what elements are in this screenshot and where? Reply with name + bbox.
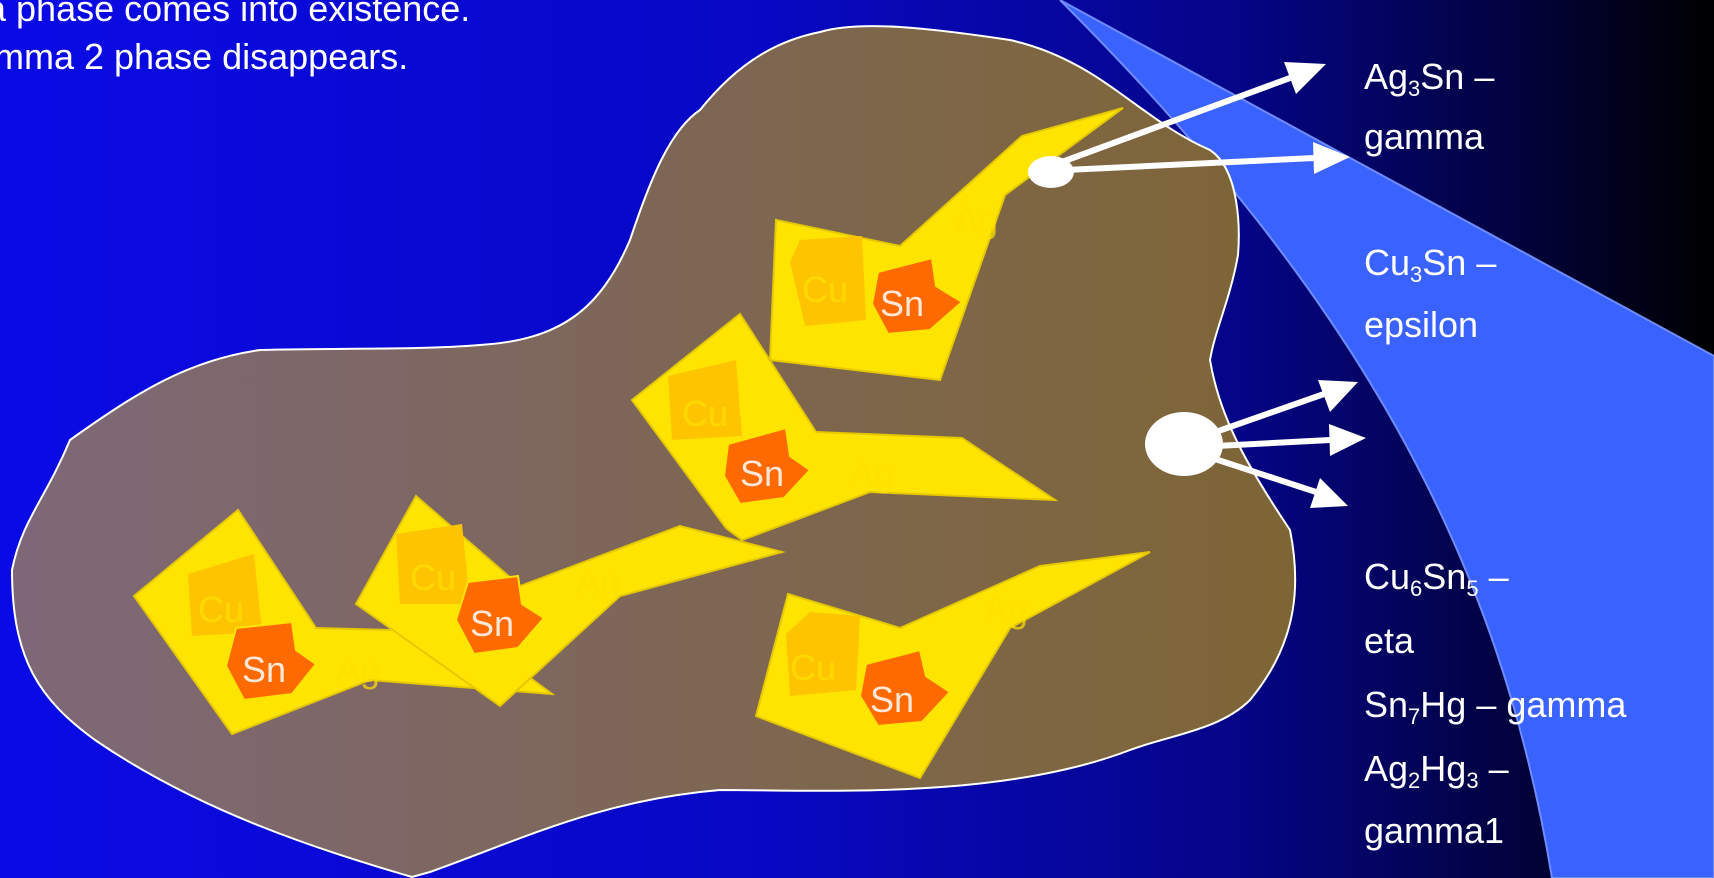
- sn-label: Sn: [880, 283, 924, 324]
- sn-label: Sn: [242, 649, 286, 690]
- sn-label: Sn: [740, 453, 784, 494]
- phase-cu6sn5-formula: Cu6Sn5 –: [1364, 556, 1509, 598]
- ag-label: Ag: [984, 589, 1028, 630]
- cu-label: Cu: [410, 557, 456, 598]
- amalgam-matrix: [12, 26, 1295, 877]
- phase-ag2hg3-name: gamma1: [1364, 810, 1504, 852]
- cu-label: Cu: [198, 589, 244, 630]
- matrix-phase-dot: [1145, 412, 1223, 476]
- cu-label: Cu: [802, 269, 848, 310]
- phase-ag3sn-name: gamma: [1364, 116, 1484, 158]
- phase-sn7hg: Sn7Hg – gamma: [1364, 684, 1626, 726]
- ag-label: Ag: [954, 199, 998, 240]
- phase-cu6sn5-name: eta: [1364, 620, 1414, 662]
- intro-line-2: mma 2 phase disappears.: [0, 36, 408, 78]
- phase-cu3sn-formula: Cu3Sn –: [1364, 242, 1496, 284]
- cu-label: Cu: [682, 393, 728, 434]
- cu-label: Cu: [790, 647, 836, 688]
- sn-label: Sn: [870, 679, 914, 720]
- phase-ag3sn-formula: Ag3Sn –: [1364, 56, 1494, 98]
- ag-label: Ag: [850, 453, 894, 494]
- ag-label: Ag: [576, 561, 620, 602]
- ag-label: Ag: [336, 649, 380, 690]
- intro-line-1: a phase comes into existence.: [0, 0, 470, 30]
- sn-label: Sn: [470, 603, 514, 644]
- phase-cu3sn-name: epsilon: [1364, 304, 1478, 346]
- phase-ag2hg3-formula: Ag2Hg3 –: [1364, 748, 1509, 790]
